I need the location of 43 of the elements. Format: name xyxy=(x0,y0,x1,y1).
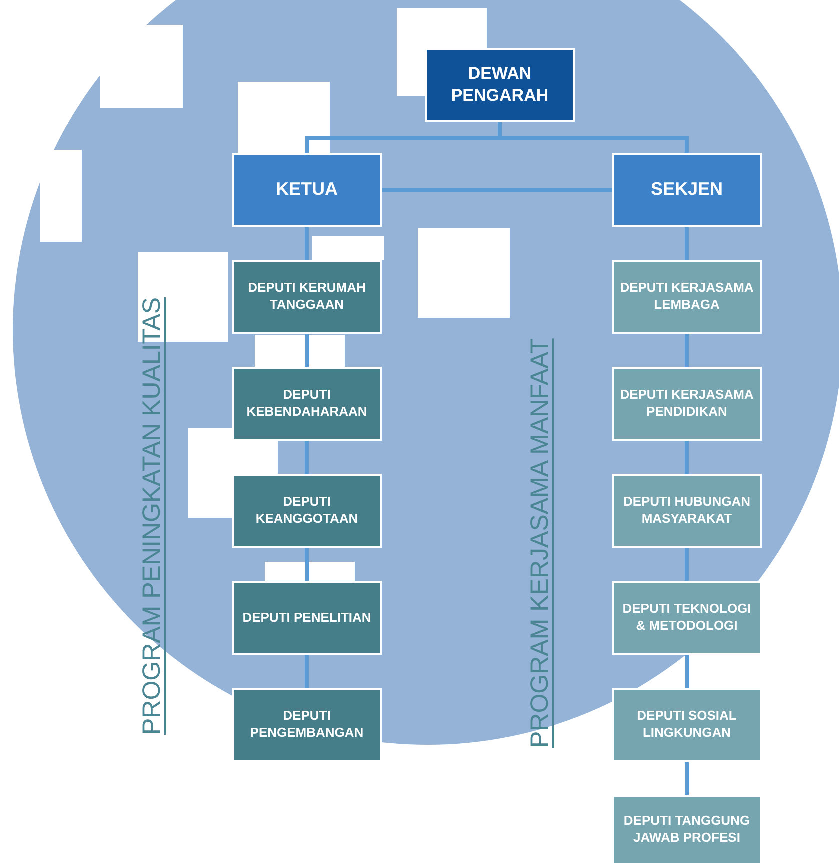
box-title: SEKJEN xyxy=(650,178,724,202)
box-title: DEPUTI SOSIAL LINGKUNGAN xyxy=(636,708,738,742)
connector-line xyxy=(685,655,689,688)
connector-line xyxy=(685,548,689,581)
box-title: DEPUTI PENGEMBANGAN xyxy=(249,708,365,742)
connector-line xyxy=(305,227,309,260)
box-title: KETUA xyxy=(276,178,338,202)
connector-line xyxy=(305,548,309,581)
program-label: PROGRAM KERJASAMA MANFAAT xyxy=(526,338,555,748)
org-box xyxy=(612,795,762,863)
connector-line xyxy=(305,334,309,367)
box-title: DEPUTI KEANGGOTAAN xyxy=(254,494,360,528)
connector-line xyxy=(685,227,689,260)
org-box xyxy=(232,474,382,548)
box-title: DEPUTI KERJASAMA LEMBAGA xyxy=(619,280,755,314)
box-title: DEPUTI TEKNOLOGI & METODOLOGI xyxy=(622,601,752,635)
org-box xyxy=(232,688,382,762)
org-box xyxy=(232,367,382,441)
org-box xyxy=(612,367,762,441)
connector-line xyxy=(305,655,309,688)
connector-line xyxy=(685,762,689,795)
box-title: DEPUTI PENELITIAN xyxy=(242,610,372,626)
program-label: PROGRAM PENINGKATAN KUALITAS xyxy=(138,297,167,735)
box-title: DEPUTI KERJASAMA PENDIDIKAN xyxy=(619,387,755,421)
org-box xyxy=(612,260,762,334)
connector-line xyxy=(685,441,689,474)
org-box xyxy=(232,153,382,227)
org-box xyxy=(232,260,382,334)
box-title: DEPUTI TANGGUNG JAWAB PROFESI xyxy=(622,813,752,847)
connector-line xyxy=(382,188,612,192)
org-box xyxy=(612,153,762,227)
connector-line xyxy=(498,122,689,153)
box-title: DEPUTI KERUMAH TANGGAAN xyxy=(247,280,367,314)
box-title: DEPUTI KEBENDAHARAAN xyxy=(246,387,368,421)
org-box xyxy=(232,581,382,655)
org-box xyxy=(612,688,762,762)
org-box xyxy=(612,581,762,655)
org-box xyxy=(425,48,575,122)
connector-line xyxy=(685,334,689,367)
connector-line xyxy=(305,441,309,474)
box-title: DEWAN PENGARAH xyxy=(450,62,550,107)
box-title: DEPUTI HUBUNGAN MASYARAKAT xyxy=(622,494,752,528)
org-box xyxy=(612,474,762,548)
